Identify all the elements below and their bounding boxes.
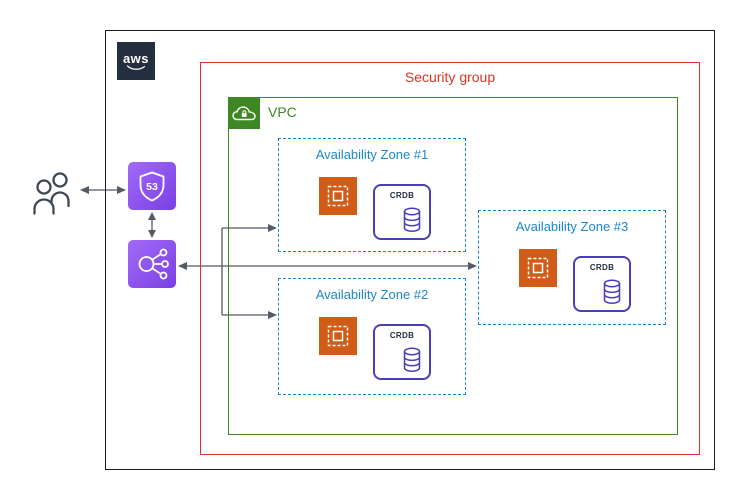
database-cylinder-icon [403, 207, 421, 232]
availability-zone-1-label: Availability Zone #1 [315, 147, 429, 162]
load-balancer-glyph [138, 248, 169, 280]
users-icon [33, 172, 70, 215]
crdb-label: CRDB [389, 191, 415, 200]
ec2-instance-chip-icon [519, 249, 557, 287]
vpc-boundary [228, 97, 678, 435]
crdb-label: CRDB [589, 263, 615, 272]
aws-smile-icon [126, 64, 146, 70]
crdb-node: CRDB [373, 184, 431, 240]
vpc-cloud-lock-icon [228, 97, 260, 129]
elastic-load-balancing-icon [128, 240, 176, 288]
availability-zone-2: Availability Zone #2 CRDB [278, 278, 466, 395]
route53-icon: 53 [128, 162, 176, 210]
database-cylinder-icon [603, 279, 621, 304]
route53-shield-icon: 53 [139, 171, 165, 202]
availability-zone-2-label: Availability Zone #2 [315, 287, 429, 302]
availability-zone-3: Availability Zone #3 CRDB [478, 210, 666, 325]
ec2-instance-chip-icon [319, 317, 357, 355]
security-group-label: Security group [404, 69, 496, 85]
aws-logo: aws [117, 42, 155, 80]
vpc-label: VPC [268, 104, 297, 120]
availability-zone-3-label: Availability Zone #3 [515, 219, 629, 234]
ec2-instance-chip-icon [319, 177, 357, 215]
aws-logo-text: aws [122, 50, 150, 66]
crdb-node: CRDB [373, 324, 431, 380]
crdb-label: CRDB [389, 331, 415, 340]
availability-zone-1: Availability Zone #1 CRDB [278, 138, 466, 252]
security-group-boundary [200, 62, 700, 455]
aws-cloud-boundary [105, 30, 715, 470]
crdb-node: CRDB [573, 256, 631, 312]
route53-shield-text: 53 [146, 181, 158, 193]
database-cylinder-icon [403, 347, 421, 372]
